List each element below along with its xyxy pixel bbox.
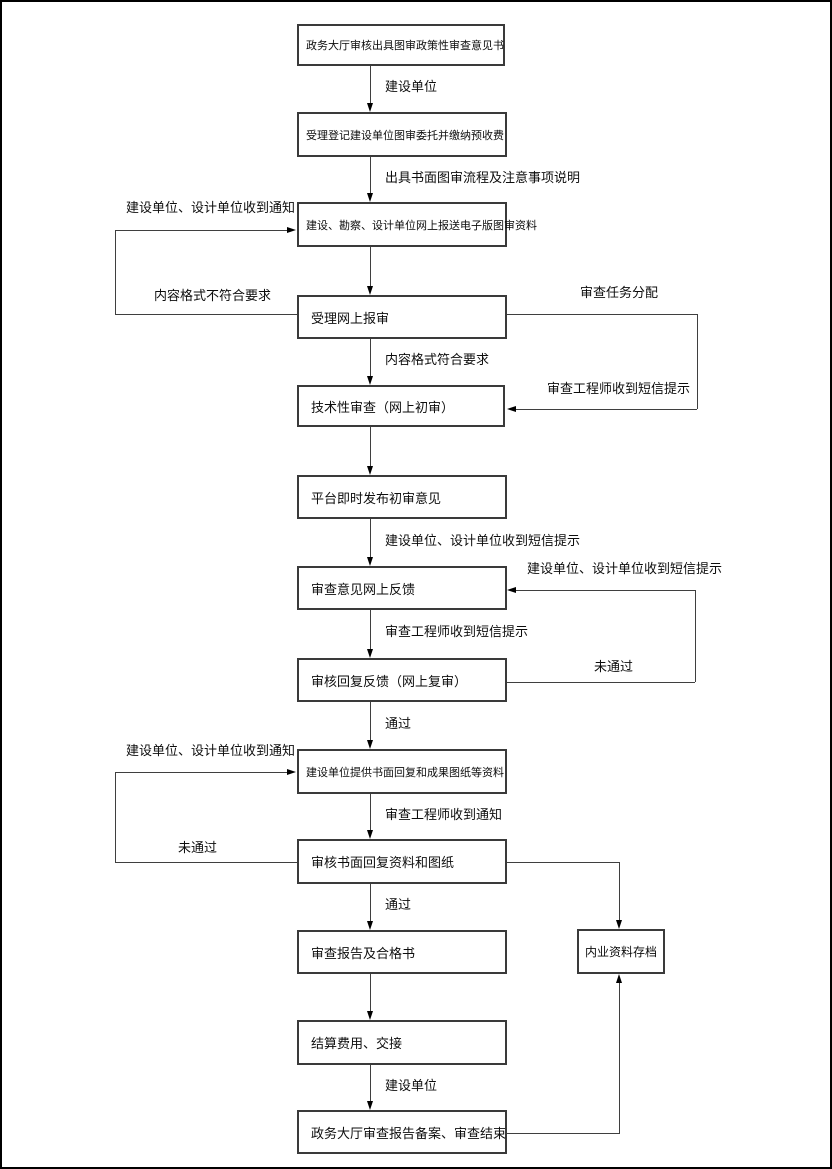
flow-step-policy-review-letter: 政务大厅审核出具图审政策性审查意见书 <box>297 24 505 66</box>
connector-2-3 <box>370 157 371 193</box>
rloop2-bottom-line <box>507 682 695 683</box>
loop2-bottom-line <box>115 862 297 863</box>
arrow-down-icon <box>367 740 373 749</box>
loop2-label-notice: 建设单位、设计单位收到通知 <box>126 744 296 759</box>
loop1-label-format-fail: 内容格式不符合要求 <box>154 289 272 304</box>
arrow-down-icon <box>367 103 373 112</box>
archive-return-horizontal-line <box>507 1133 620 1134</box>
arrow-down-icon <box>367 286 373 295</box>
edge-label-format-ok: 内容格式符合要求 <box>385 353 490 368</box>
connector-9-10 <box>370 794 371 830</box>
arrow-left-icon <box>507 587 516 593</box>
arrow-down-icon <box>367 466 373 475</box>
edge-label-written-process-notes: 出具书面图审流程及注意事项说明 <box>385 171 581 186</box>
flow-step-written-reply-materials: 建设单位提供书面回复和成果图纸等资料 <box>297 749 507 794</box>
connector-5-6 <box>370 427 371 466</box>
rloop1-label-engineer-sms: 审查工程师收到短信提示 <box>547 382 691 397</box>
rloop1-vertical-line <box>697 314 698 409</box>
archive-box: 内业资料存档 <box>577 929 665 974</box>
connector-1-2 <box>370 66 371 103</box>
connector-6-7 <box>370 519 371 557</box>
archive-in-vertical-line <box>619 862 620 920</box>
arrow-down-icon <box>367 1011 373 1020</box>
archive-in-horizontal-line <box>507 862 620 863</box>
connector-4-5 <box>370 339 371 376</box>
edge-label-engineer-notice: 审查工程师收到通知 <box>385 808 503 823</box>
rloop2-label-unit-sms: 建设单位、设计单位收到短信提示 <box>527 562 723 577</box>
loop1-top-line <box>115 230 288 231</box>
rloop2-label-not-passed: 未通过 <box>594 660 634 675</box>
archive-return-vertical-line <box>619 983 620 1133</box>
arrow-down-icon <box>367 193 373 202</box>
arrow-down-icon <box>367 830 373 839</box>
arrow-down-icon <box>616 920 622 929</box>
arrow-down-icon <box>367 649 373 658</box>
arrow-down-icon <box>367 1101 373 1110</box>
flow-step-filing-review-end: 政务大厅审查报告备案、审查结束 <box>297 1110 507 1154</box>
rloop1-top-line <box>507 314 697 315</box>
flow-step-settle-fees-handover: 结算费用、交接 <box>297 1020 507 1065</box>
connector-10-11 <box>370 884 371 921</box>
rloop1-label-assign-task: 审查任务分配 <box>580 286 659 301</box>
connector-11-12 <box>370 974 371 1011</box>
loop2-vertical-line <box>115 772 116 862</box>
arrow-right-icon <box>287 227 296 233</box>
arrow-down-icon <box>367 557 373 566</box>
arrow-left-icon <box>507 406 516 412</box>
flow-step-report-certificate: 审查报告及合格书 <box>297 930 507 974</box>
loop1-label-notice: 建设单位、设计单位收到通知 <box>126 201 296 216</box>
connector-3-4 <box>370 247 371 286</box>
edge-label-pass-1: 通过 <box>385 717 412 732</box>
loop1-vertical-line <box>115 230 116 314</box>
edge-label-construction-unit: 建设单位 <box>385 80 438 95</box>
flow-step-verify-written-reply: 审核书面回复资料和图纸 <box>297 839 507 884</box>
arrow-down-icon <box>367 921 373 930</box>
connector-12-13 <box>370 1065 371 1101</box>
connector-8-9 <box>370 702 371 740</box>
flow-step-online-submission: 建设、勘察、设计单位网上报送电子版图审资料 <box>297 202 537 247</box>
edge-label-construction-unit-2: 建设单位 <box>385 1079 438 1094</box>
flow-step-register-commission: 受理登记建设单位图审委托并缴纳预收费 <box>297 112 507 157</box>
arrow-down-icon <box>367 376 373 385</box>
edge-label-pass-2: 通过 <box>385 898 412 913</box>
rloop2-top-line <box>516 590 695 591</box>
arrow-right-icon <box>287 769 296 775</box>
flow-step-accept-online-report: 受理网上报审 <box>297 295 507 339</box>
loop2-top-line <box>115 772 288 773</box>
flow-step-technical-review: 技术性审查（网上初审） <box>297 385 505 427</box>
arrow-up-icon <box>616 974 622 983</box>
loop2-label-not-passed: 未通过 <box>178 841 218 856</box>
edge-label-engineer-sms: 审查工程师收到短信提示 <box>385 625 529 640</box>
rloop2-vertical-line <box>695 590 696 682</box>
flow-step-publish-first-opinions: 平台即时发布初审意见 <box>297 475 507 519</box>
edge-label-units-sms: 建设单位、设计单位收到短信提示 <box>385 534 581 549</box>
loop1-bottom-line <box>115 314 297 315</box>
rloop1-bottom-line <box>516 409 697 410</box>
connector-7-8 <box>370 610 371 649</box>
flow-step-opinion-feedback-online: 审查意见网上反馈 <box>297 566 507 610</box>
flow-step-reply-recheck-online: 审核回复反馈（网上复审） <box>297 658 507 702</box>
